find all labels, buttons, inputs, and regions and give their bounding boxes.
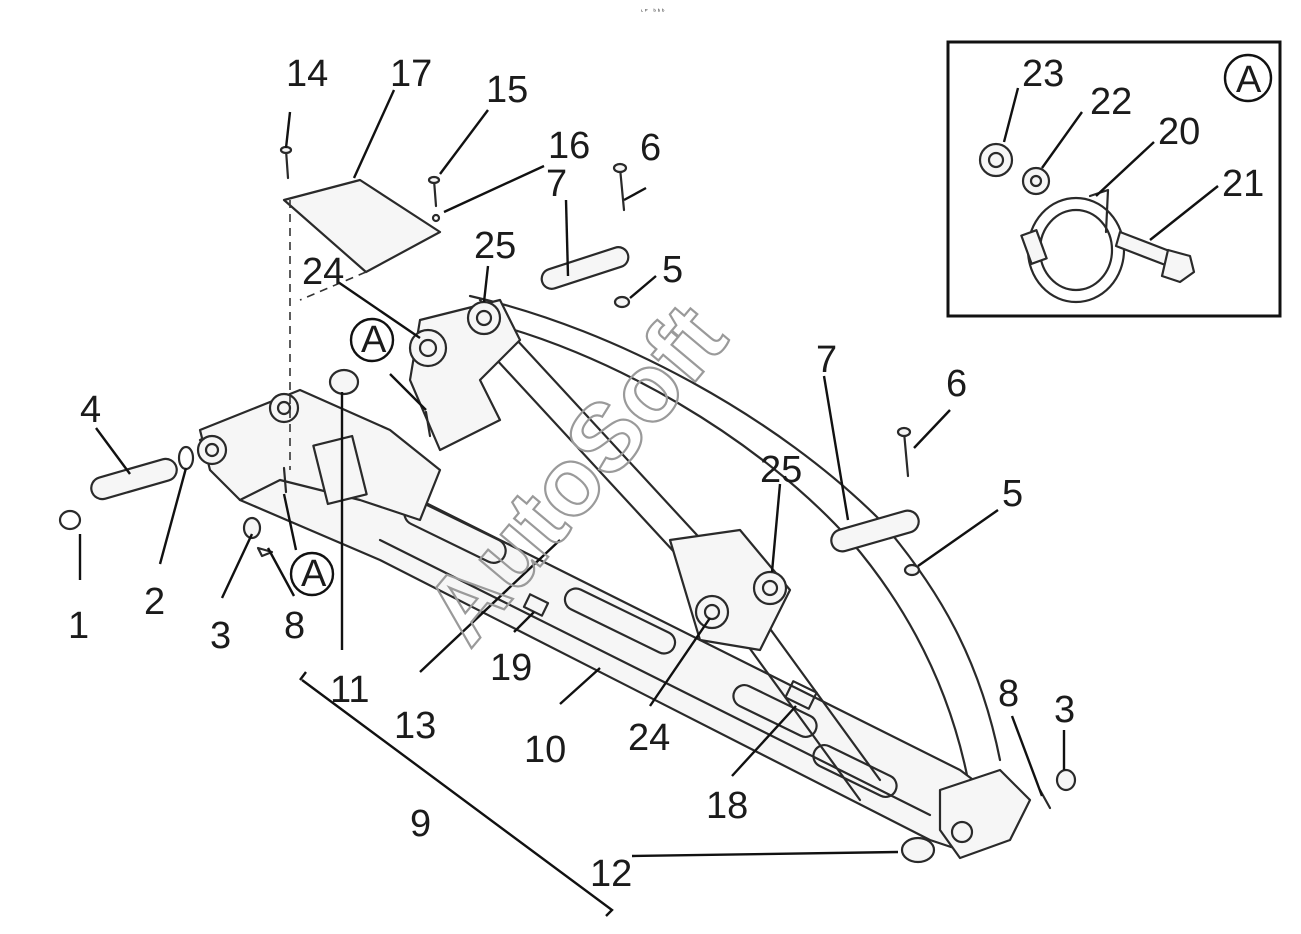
inset-num-22: 22: [1090, 81, 1132, 123]
inset-callout-letter: A: [1236, 59, 1262, 101]
part-num-1: 1: [68, 605, 89, 647]
part-num-9: 9: [410, 803, 431, 845]
part-num-17: 17: [390, 53, 432, 95]
inset-num-20: 20: [1158, 111, 1200, 153]
part-num-8-right: 8: [998, 673, 1019, 715]
inset-num-23: 23: [1022, 53, 1064, 95]
part-num-5-upper: 5: [662, 249, 683, 291]
part-num-7-upper: 7: [546, 163, 567, 205]
part-num-14: 14: [286, 53, 328, 95]
part-num-10: 10: [524, 729, 566, 771]
header-tiny-label: ᶫᴾ ᵇᵇᵇ: [640, 8, 665, 16]
part-num-4: 4: [80, 389, 101, 431]
part-num-3-right: 3: [1054, 689, 1075, 731]
part-num-19: 19: [490, 647, 532, 689]
inset-callout-circle: [1223, 53, 1273, 103]
part-num-13: 13: [394, 705, 436, 747]
part-num-5-lower: 5: [1002, 473, 1023, 515]
part-num-7-lower: 7: [816, 339, 837, 381]
part-num-25-lower: 25: [760, 449, 802, 491]
part-num-25-upper: 25: [474, 225, 516, 267]
part-num-6-lower: 6: [946, 363, 967, 405]
part-num-11: 11: [330, 669, 369, 711]
part-num-6-upper: 6: [640, 127, 661, 169]
part-num-24-lower: 24: [628, 717, 670, 759]
callout-a-lower-letter: A: [301, 553, 327, 595]
callout-a-upper-letter: A: [361, 319, 387, 361]
leader-lines: [78, 89, 1066, 858]
boom-arm: [58, 145, 1077, 917]
part-num-3-left: 3: [210, 615, 231, 657]
part-num-24-upper: 24: [302, 251, 344, 293]
part-num-18: 18: [706, 785, 748, 827]
callout-a-upper: A: [349, 317, 395, 363]
part-num-15: 15: [486, 69, 528, 111]
part-num-2: 2: [144, 581, 165, 623]
part-num-16: 16: [548, 125, 590, 167]
inset-num-21: 21: [1222, 163, 1264, 205]
inset-detail-a: A 23 22 20 21: [946, 40, 1282, 318]
part-num-12: 12: [590, 853, 632, 895]
callout-a-lower: A: [289, 551, 335, 597]
part-numbers: 1 2 3 4 5 5 6 6 7 7 8 8 3 9 10 11 12 13 …: [68, 53, 1075, 895]
part-num-8-left: 8: [284, 605, 305, 647]
